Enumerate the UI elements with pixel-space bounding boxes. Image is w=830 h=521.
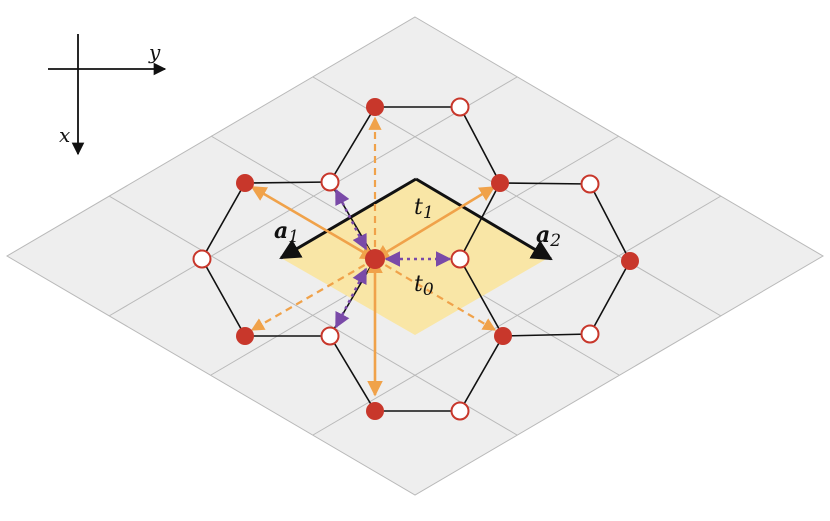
filled-circle-icon (494, 327, 512, 345)
open-circle-icon (580, 174, 600, 194)
x-axis-label: x (59, 123, 70, 147)
open-circle-icon (192, 249, 212, 269)
label-a2: a2 (536, 222, 561, 251)
filled-circle-icon (365, 249, 385, 269)
filled-circle-icon (621, 252, 639, 270)
open-circle-icon (450, 401, 470, 421)
hopping-arrows (250, 116, 497, 397)
open-circle-icon (580, 324, 600, 344)
filled-circle-icon (236, 327, 254, 345)
filled-circle-icon (366, 98, 384, 116)
open-circle-icon (320, 326, 340, 346)
filled-circle-icon (366, 402, 384, 420)
coordinate-axes: y x (48, 34, 167, 156)
filled-circle-icon (236, 174, 254, 192)
label-t0: t0 (414, 272, 434, 300)
label-a1: a1 (274, 218, 299, 247)
hop-solid-arrow (373, 185, 496, 261)
open-circle-icon (320, 172, 340, 192)
open-circle-icon (450, 249, 470, 269)
lattice-sites (192, 97, 639, 421)
filled-circle-icon (491, 174, 509, 192)
diagram-labels: a1 a2 t1 t0 (274, 195, 561, 300)
y-axis-label: y (148, 40, 161, 64)
label-t1: t1 (414, 195, 434, 223)
open-circle-icon (450, 97, 470, 117)
